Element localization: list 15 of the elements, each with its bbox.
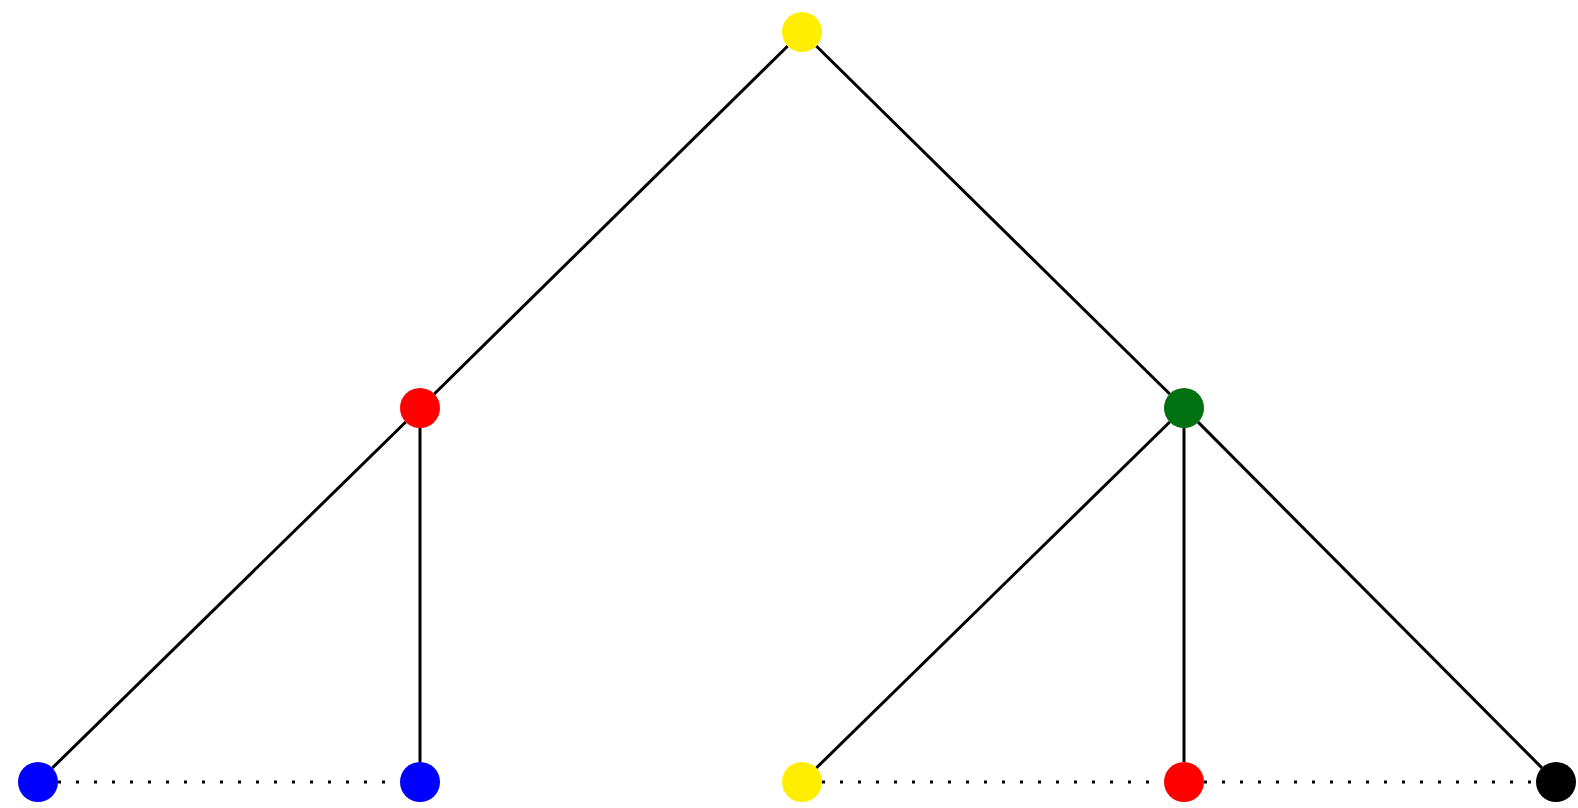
circle-marker bbox=[782, 762, 822, 802]
tree-line bbox=[433, 44, 789, 396]
tree-line bbox=[815, 44, 1171, 396]
circle-marker bbox=[782, 12, 822, 52]
circle-marker bbox=[400, 762, 440, 802]
circle-marker bbox=[1164, 762, 1204, 802]
circle-marker bbox=[18, 762, 58, 802]
tree-line bbox=[1182, 428, 1186, 762]
tree-line bbox=[51, 420, 407, 770]
tree-line bbox=[1197, 421, 1543, 769]
circle-marker bbox=[1536, 762, 1576, 802]
circle-marker bbox=[1164, 388, 1204, 428]
tree-line bbox=[815, 420, 1171, 770]
tree-line bbox=[418, 428, 422, 762]
circle-marker bbox=[400, 388, 440, 428]
